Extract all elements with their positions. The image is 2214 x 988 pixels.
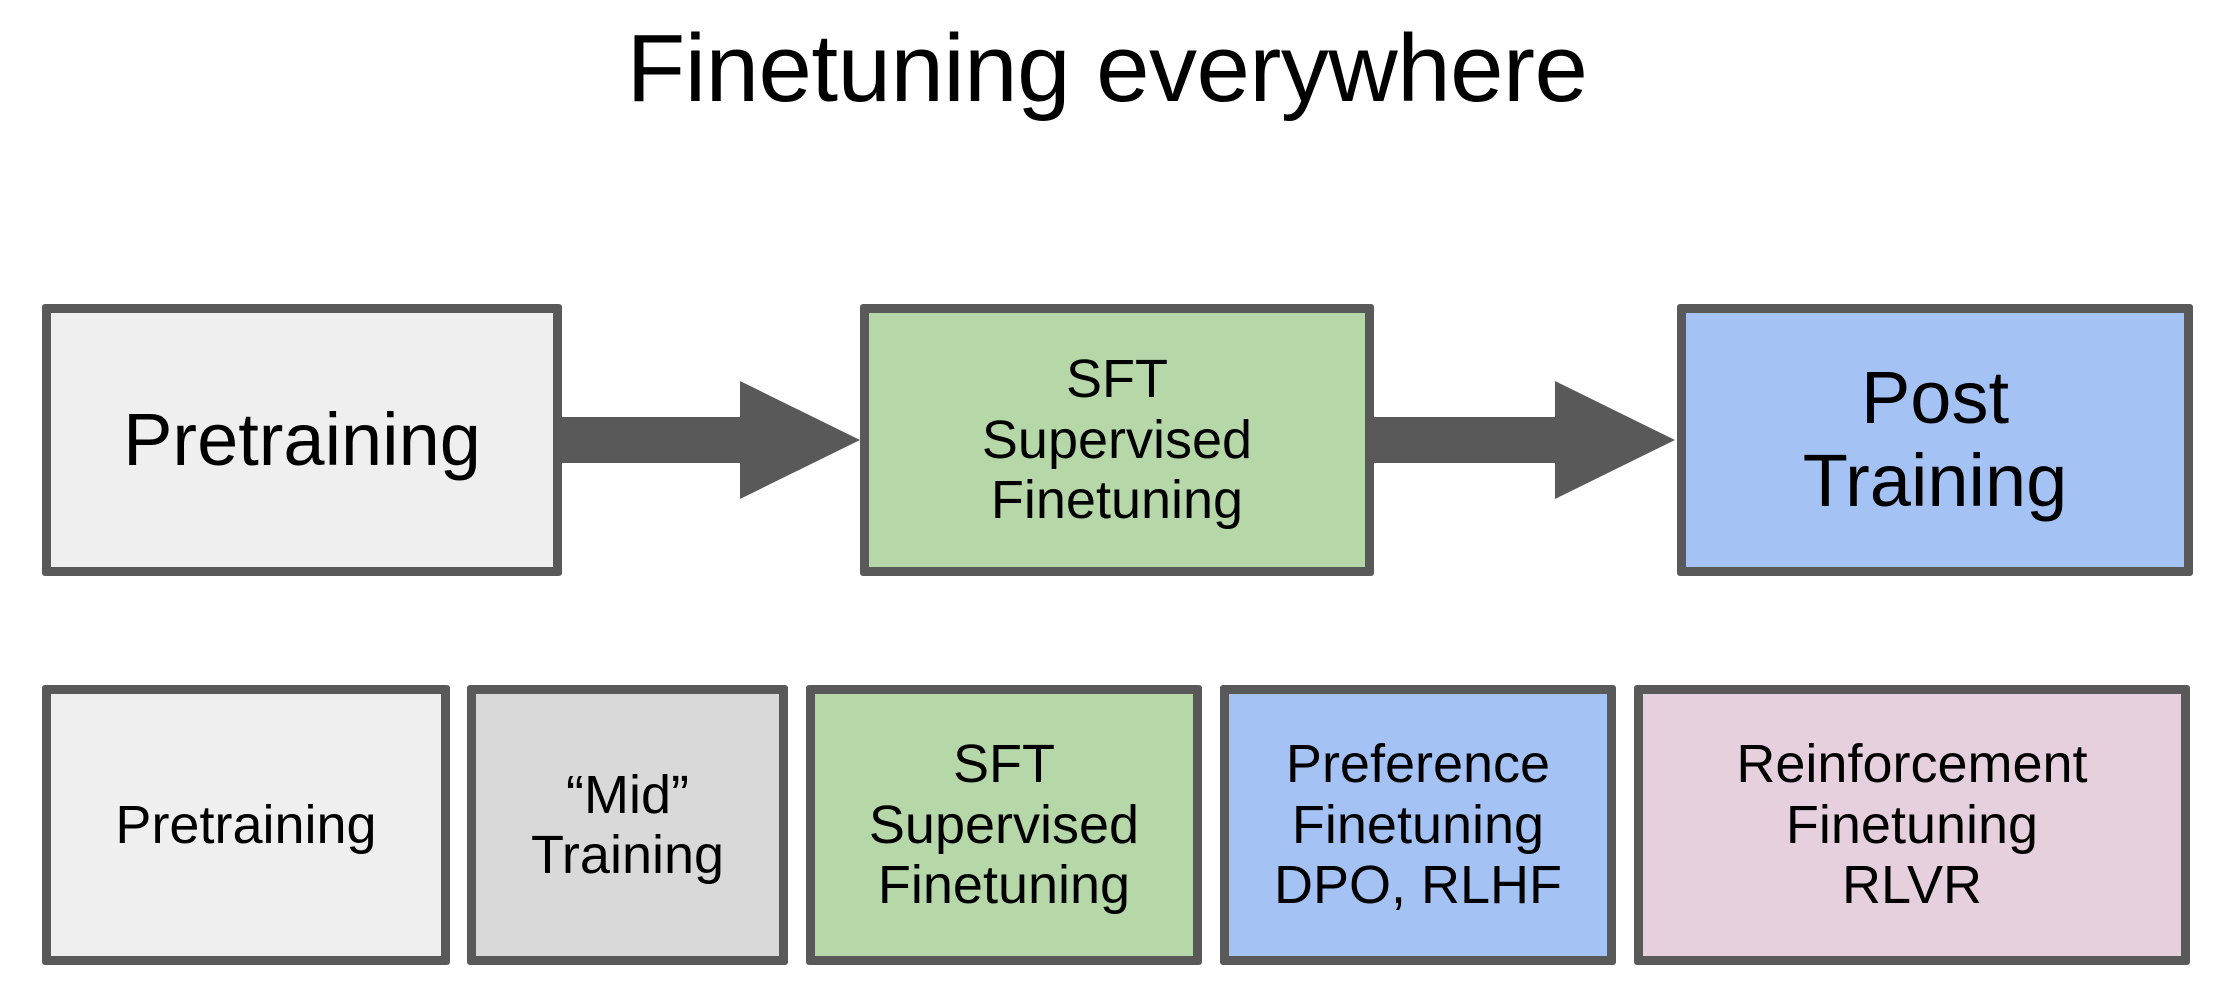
node-reinforcement-finetuning-stage[interactable]: Reinforcement Finetuning RLVR	[1634, 685, 2190, 965]
node-preference-finetuning-stage[interactable]: Preference Finetuning DPO, RLHF	[1220, 685, 1616, 965]
node-post-training-pipeline[interactable]: Post Training	[1677, 304, 2193, 576]
node-label: Reinforcement Finetuning RLVR	[1736, 734, 2088, 916]
node-sft-pipeline[interactable]: SFT Supervised Finetuning	[860, 304, 1374, 576]
node-pretraining-stage[interactable]: Pretraining	[42, 685, 450, 965]
arrow-right-icon-sft-to-post-training	[1374, 381, 1678, 499]
node-label: SFT Supervised Finetuning	[981, 349, 1253, 531]
node-pretraining-pipeline[interactable]: Pretraining	[42, 304, 562, 576]
node-label: Preference Finetuning DPO, RLHF	[1273, 734, 1563, 916]
node-label: Post Training	[1802, 356, 2068, 522]
node-mid-training-stage[interactable]: “Mid” Training	[467, 685, 788, 965]
arrow-shaft	[1374, 417, 1559, 463]
arrow-head	[1555, 381, 1675, 499]
node-label: Pretraining	[123, 397, 481, 481]
node-label: Pretraining	[115, 794, 377, 855]
page-title: Finetuning everywhere	[626, 15, 1588, 122]
arrow-head	[740, 381, 860, 499]
node-sft-stage[interactable]: SFT Supervised Finetuning	[806, 685, 1202, 965]
arrow-shaft	[562, 417, 744, 463]
node-label: SFT Supervised Finetuning	[868, 734, 1140, 916]
arrow-right-icon-pretraining-to-sft	[562, 381, 862, 499]
node-label: “Mid” Training	[530, 764, 725, 885]
